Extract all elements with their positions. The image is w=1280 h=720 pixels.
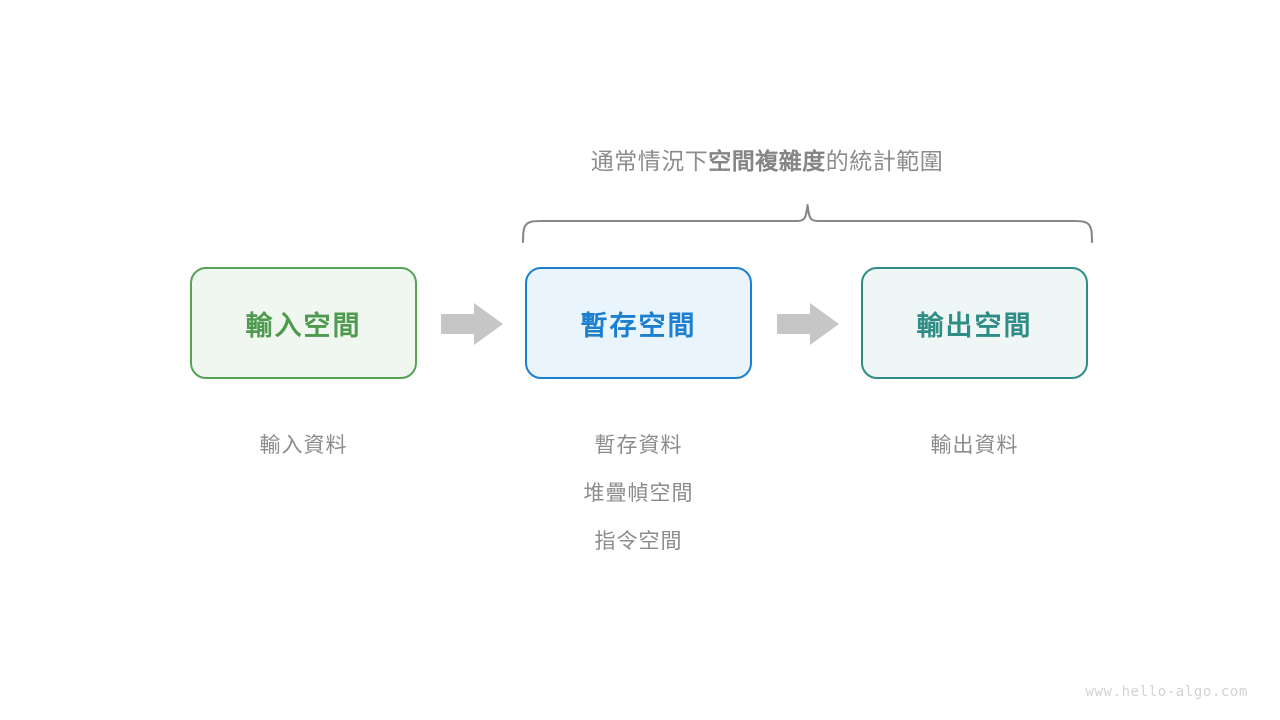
brace-caption-prefix: 通常情況下 [590, 148, 709, 174]
caption-line: 暫存資料 [594, 434, 683, 457]
caption-group-output: 輸出資料 [861, 422, 1088, 470]
box-temp-space-label: 暫存空間 [580, 310, 697, 341]
box-output-space: 輸出空間 [861, 267, 1088, 379]
arrow-right-icon-2 [777, 303, 839, 345]
caption-group-input: 輸入資料 [190, 422, 417, 470]
caption-line: 堆疊幀空間 [583, 482, 694, 505]
brace-caption: 通常情況下空間複雜度的統計範圍 [0, 145, 1280, 177]
watermark: www.hello-algo.com [1085, 684, 1248, 700]
caption-line: 輸入資料 [259, 434, 348, 457]
box-output-space-label: 輸出空間 [916, 310, 1033, 341]
box-temp-space: 暫存空間 [525, 267, 752, 379]
box-input-space: 輸入空間 [190, 267, 417, 379]
brace-caption-suffix: 的統計範圍 [825, 148, 944, 174]
caption-group-temp: 暫存資料 堆疊幀空間 指令空間 [525, 422, 752, 566]
arrow-right-icon-1 [441, 303, 503, 345]
caption-line: 指令空間 [594, 530, 683, 553]
brace-caption-strong: 空間複雜度 [708, 148, 826, 174]
caption-line: 輸出資料 [930, 434, 1019, 457]
box-input-space-label: 輸入空間 [245, 310, 362, 341]
curly-brace-icon [521, 203, 1094, 244]
